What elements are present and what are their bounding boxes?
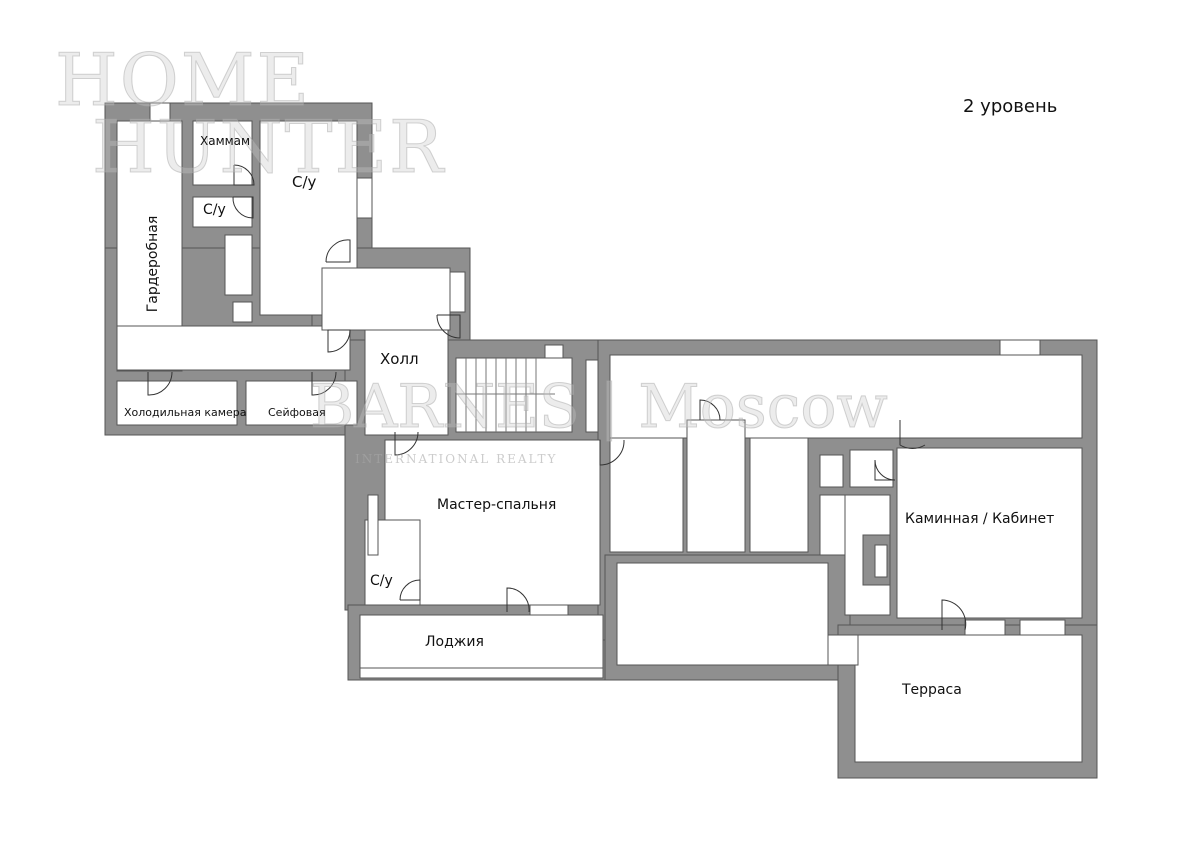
label-wc-master: С/у	[370, 573, 393, 589]
rooms	[116, 102, 1083, 763]
home-hunter-watermark-line2: HUNTER	[91, 105, 446, 190]
room-safe	[245, 380, 358, 426]
label-master-bedroom: Мастер-спальня	[437, 497, 557, 513]
doors	[147, 164, 967, 631]
label-hammam: Хаммам	[200, 134, 251, 148]
label-cold-room: Холодильная камера	[124, 406, 247, 419]
room-cold	[116, 380, 238, 426]
room-wc-small	[192, 196, 253, 228]
room-terrace	[854, 634, 1083, 763]
barnes-watermark: BARNES | Moscow	[310, 372, 889, 443]
label-fireplace-office: Каминная / Кабинет	[905, 511, 1055, 527]
room-hammam	[192, 120, 253, 186]
label-wardrobe: Гардеробная	[145, 215, 161, 313]
label-safe-room: Сейфовая	[268, 406, 326, 419]
label-wc-large: С/у	[292, 173, 317, 191]
stair-treads	[456, 358, 555, 432]
label-terrace: Терраса	[902, 682, 962, 698]
room-loggia	[359, 614, 604, 669]
room-fireplace-office	[896, 447, 1083, 619]
label-loggia: Лоджия	[425, 634, 484, 650]
level-title: 2 уровень	[963, 96, 1058, 117]
label-hall: Холл	[380, 350, 419, 368]
barnes-watermark-sub: INTERNATIONAL REALTY	[355, 452, 558, 466]
room-hall	[321, 267, 451, 331]
staircase	[455, 357, 573, 433]
room-master-bedroom	[384, 439, 601, 606]
home-hunter-watermark-line1: HOME	[54, 38, 312, 123]
label-wc-small: С/у	[203, 202, 226, 218]
room-terrace-a	[616, 562, 829, 666]
